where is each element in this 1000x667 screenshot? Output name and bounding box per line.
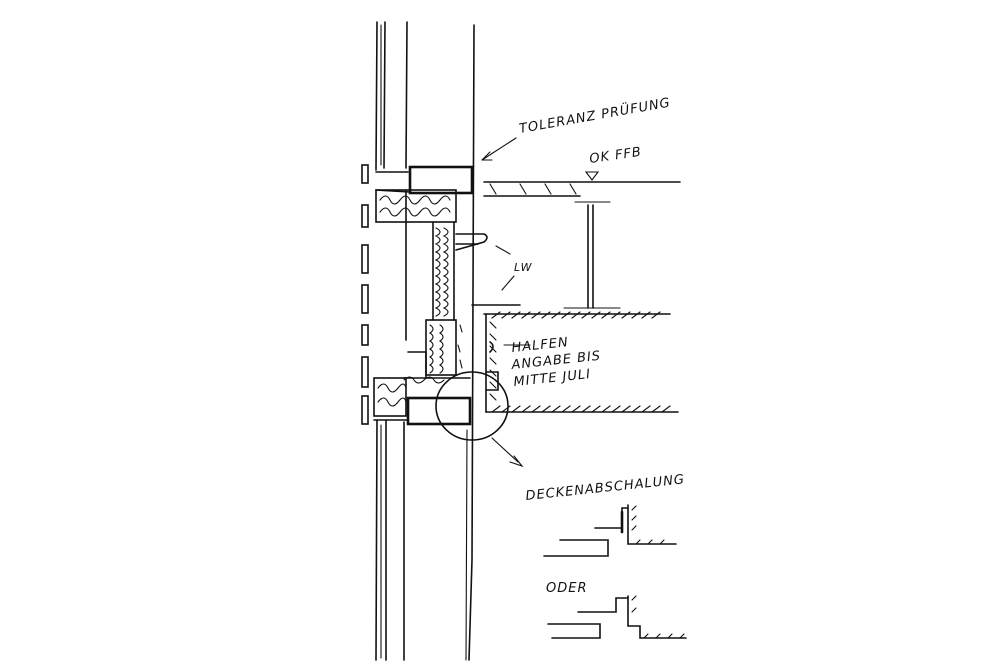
label-ok-ffb: OK FFB <box>588 145 642 167</box>
dashed-outer-marks <box>361 164 369 425</box>
label-oder: ODER <box>546 581 588 596</box>
label-deckenabschalung: DECKENABSCHALUNG <box>525 472 686 504</box>
upper-lintel <box>375 165 474 195</box>
detail-sketch-1 <box>543 504 677 557</box>
lower-insulation <box>373 376 472 426</box>
label-lw: LW <box>514 261 533 274</box>
anchor-brackets <box>455 233 521 306</box>
slab-edge-insulation <box>403 319 471 379</box>
detail-sketch-2 <box>547 595 687 639</box>
cavity-insulation <box>432 221 455 321</box>
floor-slab <box>483 311 679 413</box>
label-halfen-1: HALFEN <box>511 335 570 356</box>
floor-buildup <box>483 181 681 309</box>
label-toleranz: TOLERANZ PRÜFUNG <box>518 94 672 137</box>
upper-insulation <box>375 189 457 341</box>
detail-callout <box>435 137 600 468</box>
inner-wall-line <box>465 24 475 661</box>
facade-wall <box>375 21 408 661</box>
